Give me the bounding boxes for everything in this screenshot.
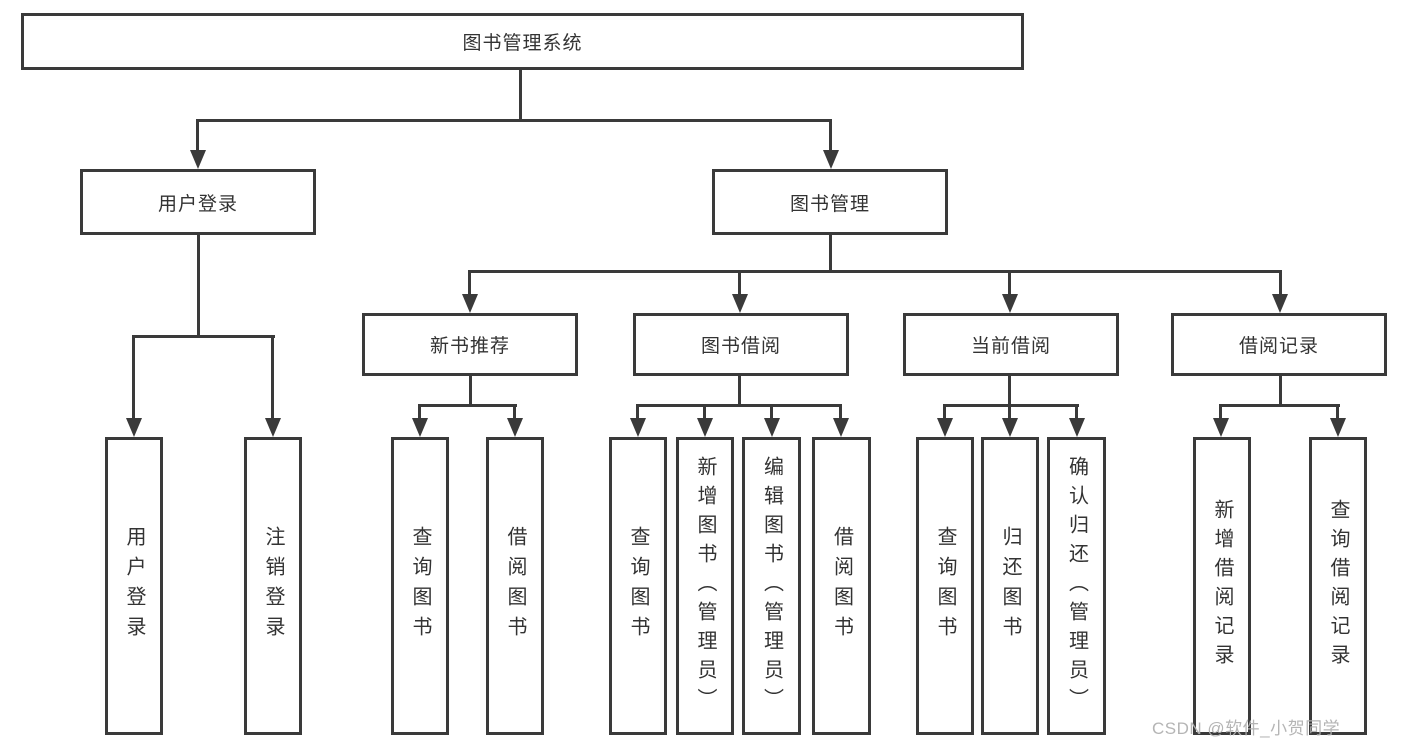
arrowhead-down-icon	[1069, 418, 1085, 437]
connector-shaft-book-management	[829, 119, 832, 152]
leaf-label: 注销登录	[262, 526, 284, 646]
connector-level2-hline	[468, 270, 1282, 273]
leaf-label: 新增图书（管理员）	[694, 455, 716, 717]
leaf-label: 借阅图书	[830, 526, 853, 646]
connector-shaft-leaf	[271, 335, 274, 420]
leaf-user-login: 用户登录	[105, 437, 163, 735]
node-borrowing-records: 借阅记录	[1171, 313, 1387, 376]
connector-shaft-leaf	[703, 404, 706, 420]
connector-shaft-book-borrow	[738, 270, 741, 296]
leaf-label: 查询图书	[627, 526, 649, 646]
arrowhead-down-icon	[1002, 418, 1018, 437]
leaf-label: 查询借阅记录	[1327, 499, 1349, 673]
leaf-label: 确认归还（管理员）	[1065, 455, 1088, 717]
arrowhead-down-icon	[1330, 418, 1346, 437]
node-label: 图书管理系统	[462, 33, 583, 54]
node-library-management-system: 图书管理系统	[21, 13, 1024, 70]
connector-shaft-leaf	[770, 404, 773, 420]
arrowhead-down-icon	[412, 418, 428, 437]
leaf-confirm-return-admin: 确认归还（管理员）	[1047, 437, 1106, 735]
connector-shaft-leaf	[1075, 404, 1078, 420]
node-user-login: 用户登录	[80, 169, 316, 235]
arrowhead-down-icon	[937, 418, 953, 437]
node-label: 新书推荐	[429, 336, 510, 357]
arrowhead-down-icon	[1213, 418, 1229, 437]
connector-group3-hline	[943, 404, 1079, 407]
arrowhead-down-icon	[126, 418, 142, 437]
leaf-label: 新增借阅记录	[1211, 499, 1233, 673]
arrowhead-down-icon	[1272, 294, 1288, 313]
leaf-query-borrow-record: 查询借阅记录	[1309, 437, 1367, 735]
leaf-query-books: 查询图书	[609, 437, 667, 735]
connector-group4-trunk	[1279, 376, 1282, 407]
leaf-borrow-books: 借阅图书	[812, 437, 871, 735]
connector-level1-hline	[196, 119, 832, 122]
node-label: 图书借阅	[700, 336, 781, 357]
node-current-borrowing: 当前借阅	[903, 313, 1119, 376]
node-new-book-recommendation: 新书推荐	[362, 313, 578, 376]
leaf-query-books: 查询图书	[916, 437, 974, 735]
node-book-borrowing: 图书借阅	[633, 313, 849, 376]
node-label: 用户登录	[157, 193, 238, 215]
connector-group1-trunk	[469, 376, 472, 407]
leaf-borrow-books: 借阅图书	[486, 437, 544, 735]
node-label: 当前借阅	[970, 336, 1051, 357]
connector-shaft-user-login	[196, 119, 199, 152]
leaf-label: 查询图书	[934, 526, 956, 646]
arrowhead-down-icon	[190, 150, 206, 169]
arrowhead-down-icon	[764, 418, 780, 437]
connector-group2-hline	[636, 404, 842, 407]
node-book-management: 图书管理	[712, 169, 948, 235]
connector-shaft-leaf	[1219, 404, 1222, 420]
csdn-watermark: CSDN @软件_小贺同学	[1152, 719, 1341, 738]
connector-shaft-leaf	[132, 335, 135, 420]
arrowhead-down-icon	[833, 418, 849, 437]
leaf-logout: 注销登录	[244, 437, 302, 735]
connector-shaft-leaf	[418, 404, 421, 420]
leaf-label: 借阅图书	[504, 526, 526, 646]
arrowhead-down-icon	[823, 150, 839, 169]
leaf-edit-books-admin: 编辑图书（管理员）	[742, 437, 801, 735]
arrowhead-down-icon	[697, 418, 713, 437]
connector-shaft-leaf	[1336, 404, 1339, 420]
arrowhead-down-icon	[630, 418, 646, 437]
connector-group3-trunk	[1008, 376, 1011, 407]
leaf-add-books-admin: 新增图书（管理员）	[676, 437, 734, 735]
leaf-label: 查询图书	[409, 526, 431, 646]
connector-group4-hline	[1219, 404, 1340, 407]
leaf-label: 用户登录	[123, 526, 145, 646]
connector-shaft-leaf	[839, 404, 842, 420]
connector-book-management-trunk	[829, 234, 832, 273]
connector-shaft-leaf	[636, 404, 639, 420]
node-label: 图书管理	[789, 193, 870, 215]
connector-user-login-hline	[132, 335, 275, 338]
arrowhead-down-icon	[265, 418, 281, 437]
arrowhead-down-icon	[1002, 294, 1018, 313]
connector-shaft-current-borrow	[1008, 270, 1011, 296]
leaf-label: 归还图书	[999, 526, 1021, 646]
leaf-label: 编辑图书（管理员）	[760, 455, 783, 717]
connector-user-login-trunk	[197, 234, 200, 338]
node-label: 借阅记录	[1238, 336, 1319, 357]
arrowhead-down-icon	[732, 294, 748, 313]
leaf-add-borrow-record: 新增借阅记录	[1193, 437, 1251, 735]
connector-shaft-leaf	[513, 404, 516, 420]
connector-shaft-new-book	[468, 270, 471, 296]
arrowhead-down-icon	[462, 294, 478, 313]
connector-root-trunk	[519, 69, 522, 121]
connector-shaft-borrow-records	[1279, 270, 1282, 296]
leaf-query-books: 查询图书	[391, 437, 449, 735]
connector-shaft-leaf	[943, 404, 946, 420]
connector-group2-trunk	[738, 376, 741, 407]
connector-group1-hline	[418, 404, 517, 407]
arrowhead-down-icon	[507, 418, 523, 437]
leaf-return-books: 归还图书	[981, 437, 1039, 735]
connector-shaft-leaf	[1008, 404, 1011, 420]
